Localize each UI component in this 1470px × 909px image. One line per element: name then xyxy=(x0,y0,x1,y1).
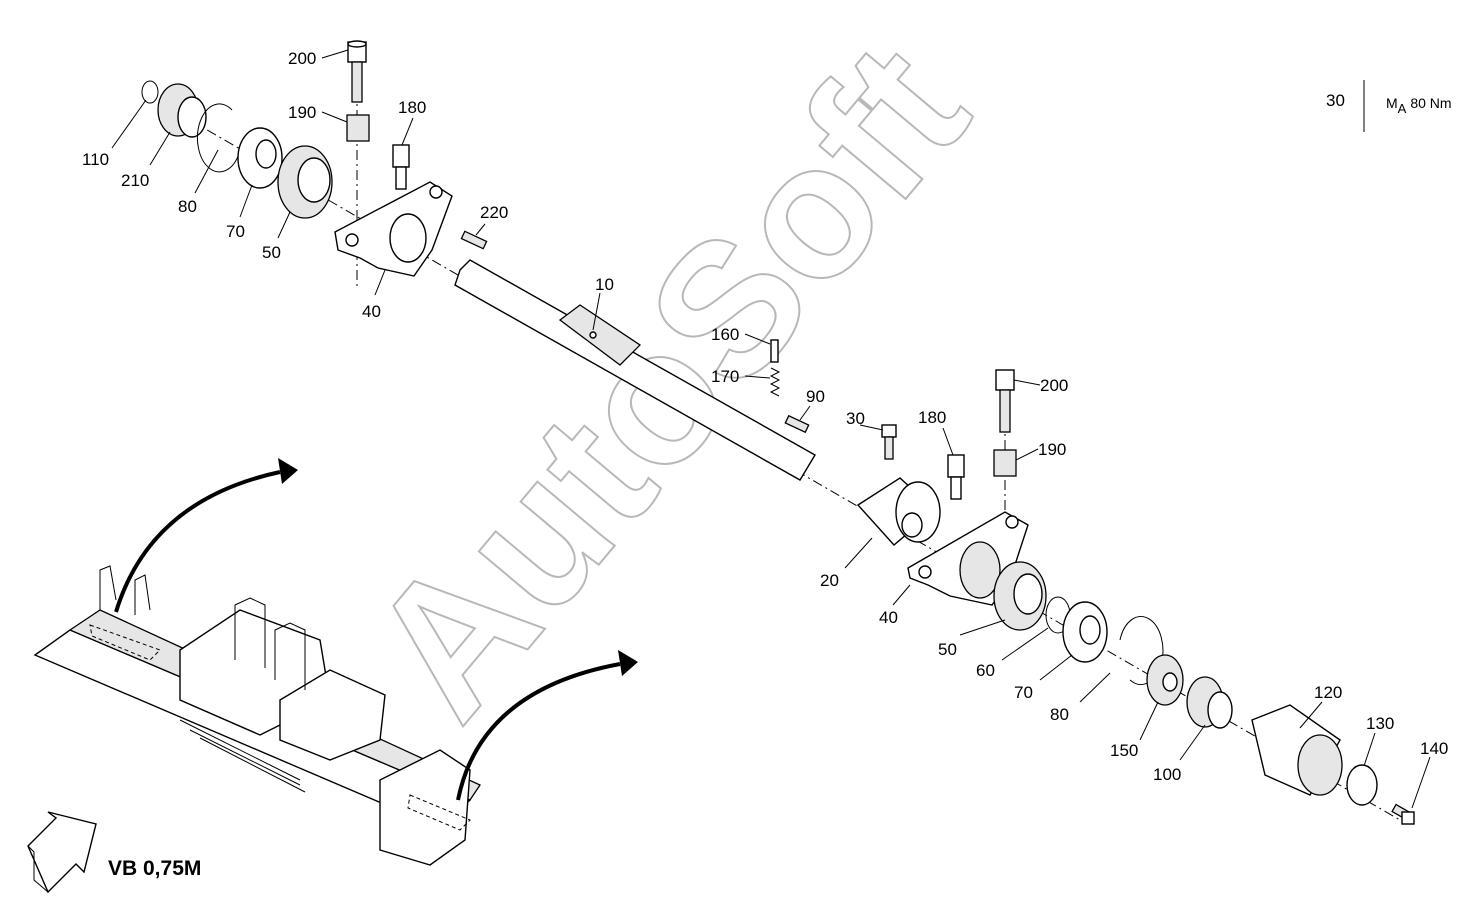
callout-110: 110 xyxy=(82,150,109,169)
callout-180: 180 xyxy=(398,98,426,117)
part-170-spring xyxy=(769,367,781,397)
callout-70-right: 70 xyxy=(1014,683,1033,702)
callout-190: 190 xyxy=(288,103,316,122)
callout-210: 210 xyxy=(121,171,149,190)
callout-100: 100 xyxy=(1153,765,1181,784)
callout-60: 60 xyxy=(976,661,995,680)
part-150-hub xyxy=(1146,654,1184,706)
callout-70: 70 xyxy=(226,222,245,241)
callout-180-right: 180 xyxy=(918,408,946,427)
callout-220: 220 xyxy=(480,203,508,222)
part-200-bolt-left xyxy=(347,40,367,103)
callout-labels: 200 190 180 110 210 80 70 50 40 220 10 1… xyxy=(82,49,1448,784)
callout-140: 140 xyxy=(1420,739,1448,758)
callout-190-right: 190 xyxy=(1038,440,1066,459)
part-120-sleeve xyxy=(1251,704,1343,796)
part-210-gear xyxy=(157,83,207,138)
part-70-washer-left xyxy=(237,127,283,189)
callout-150: 150 xyxy=(1110,741,1138,760)
callout-170: 170 xyxy=(711,367,739,386)
callout-160: 160 xyxy=(711,325,739,344)
callout-80-right: 80 xyxy=(1050,705,1069,724)
part-20-collar xyxy=(856,477,941,546)
part-10-shaft xyxy=(454,259,816,481)
callout-120: 120 xyxy=(1314,683,1342,702)
callout-arrows xyxy=(114,458,638,801)
part-80-circlip-left xyxy=(196,103,241,173)
part-50-bearing-left xyxy=(277,145,333,219)
part-140-bolt xyxy=(1391,803,1415,825)
part-40-housing-left xyxy=(334,181,453,277)
callout-10: 10 xyxy=(595,275,614,294)
part-50-bearing-right xyxy=(993,561,1047,631)
part-80-circlip-right xyxy=(1119,615,1164,685)
part-190-spacer-left xyxy=(346,114,370,142)
leader-lines xyxy=(111,49,1431,809)
torque-ref: 30 xyxy=(1326,91,1345,110)
callout-20: 20 xyxy=(820,571,839,590)
callout-130: 130 xyxy=(1366,714,1394,733)
part-190-spacer-right xyxy=(993,449,1017,477)
part-180-nipple-left xyxy=(392,144,410,190)
callout-200: 200 xyxy=(288,49,316,68)
callout-50-right: 50 xyxy=(938,640,957,659)
part-90-key xyxy=(784,414,810,434)
part-220-key xyxy=(460,230,488,250)
machine-overview xyxy=(33,565,481,866)
part-70-washer-right xyxy=(1062,601,1108,663)
callout-30: 30 xyxy=(846,409,865,428)
part-180-nipple-right xyxy=(947,454,965,500)
part-160-pin xyxy=(770,339,779,363)
variant-label: VB 0,75M xyxy=(108,857,201,880)
callout-90: 90 xyxy=(806,387,825,406)
callout-80: 80 xyxy=(178,197,197,216)
part-30-screw xyxy=(881,424,897,460)
callout-200-right: 200 xyxy=(1040,376,1068,395)
callout-40: 40 xyxy=(362,302,381,321)
part-110-snap-ring xyxy=(141,80,159,104)
callout-50: 50 xyxy=(262,243,281,262)
callout-40-right: 40 xyxy=(879,608,898,627)
part-200-bolt-right xyxy=(995,369,1015,433)
part-100-gear xyxy=(1186,676,1233,729)
view-direction-arrow-icon xyxy=(27,811,97,894)
part-130-washer xyxy=(1346,764,1378,806)
